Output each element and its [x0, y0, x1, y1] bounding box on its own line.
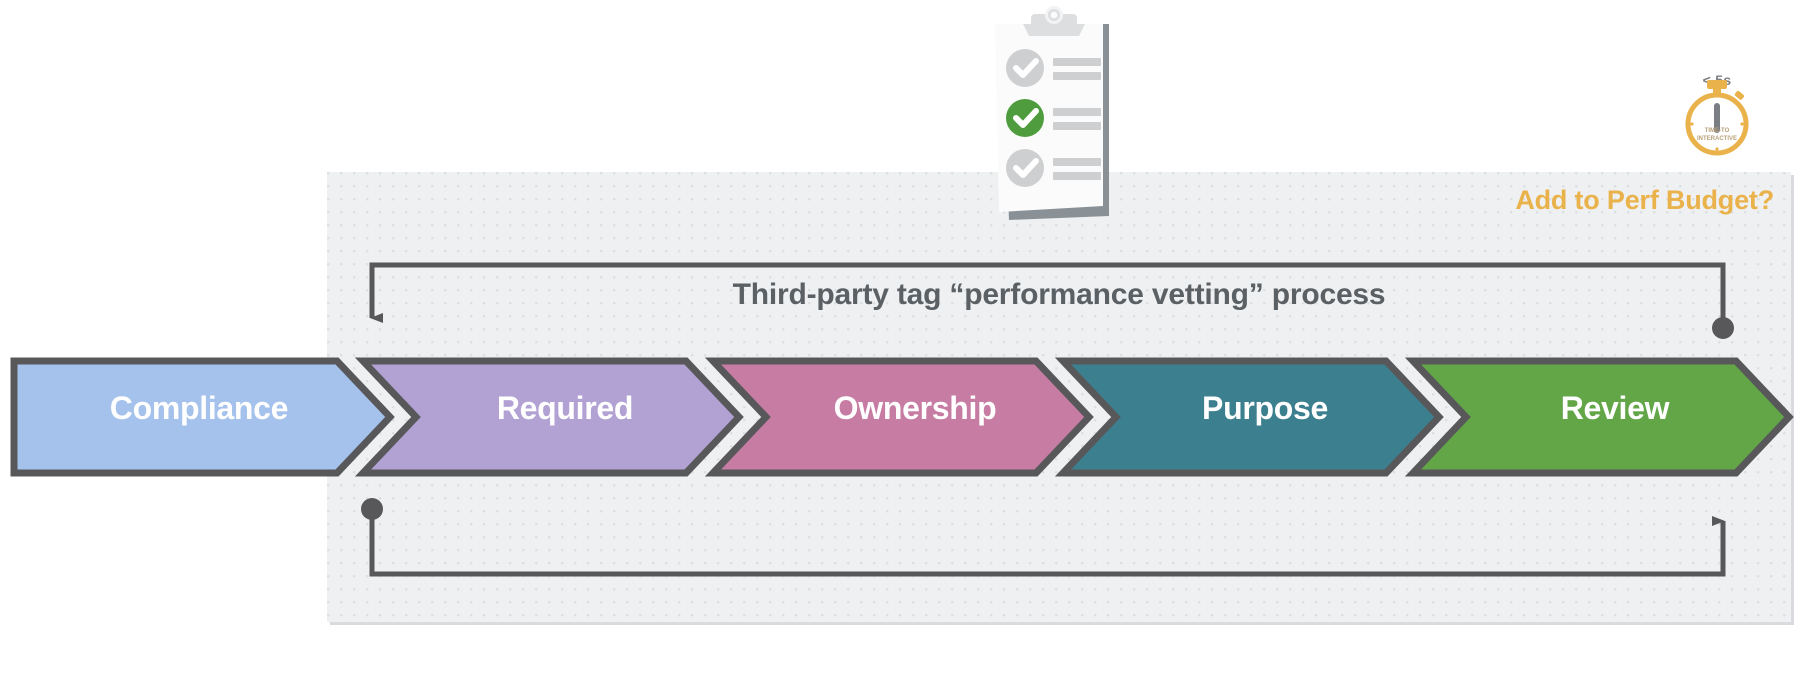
process-step-label-review: Review [1560, 390, 1670, 426]
process-step-label-purpose: Purpose [1202, 390, 1328, 426]
clipboard-row-1 [1006, 49, 1101, 87]
clipboard-row-2 [1006, 99, 1101, 137]
stopwatch-icon: TIME-TO INTERACTIVE [1685, 80, 1749, 156]
stopwatch-face-line-1: TIME-TO [1705, 128, 1730, 134]
process-step-label-required: Required [496, 390, 634, 426]
process-title: Third-party tag “performance vetting” pr… [732, 278, 1386, 311]
process-step-label-ownership: Ownership [833, 390, 997, 426]
perf-budget-question: Add to Perf Budget? [1515, 185, 1774, 215]
process-step-label-compliance: Compliance [109, 390, 289, 426]
stopwatch-face-line-2: INTERACTIVE [1697, 136, 1737, 142]
clipboard-checklist-icon [995, 6, 1109, 220]
clipboard-row-3 [1006, 149, 1101, 187]
